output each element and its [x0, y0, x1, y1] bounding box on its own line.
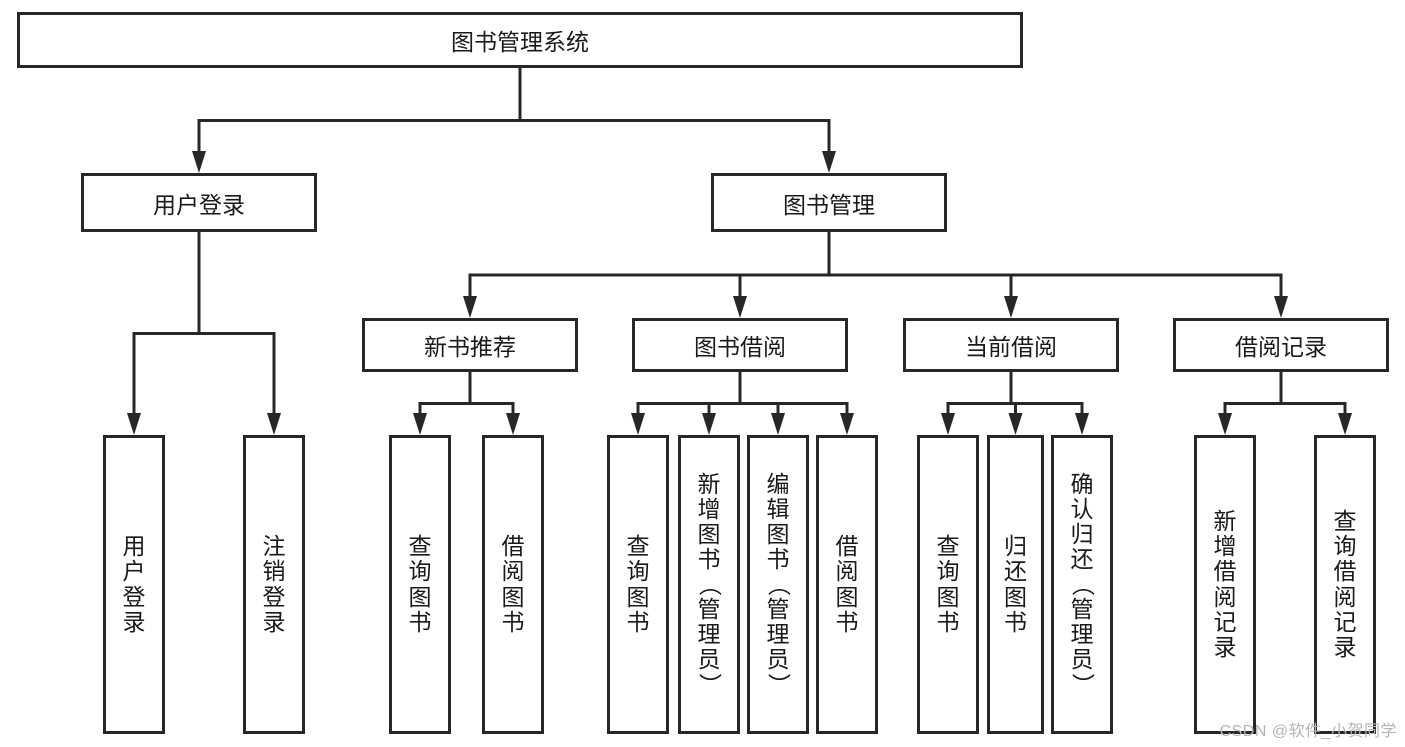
node-box-new_book_rec[interactable] [362, 318, 578, 372]
arrow-head-icon [941, 413, 955, 435]
arrow-head-icon [127, 413, 141, 435]
arrow-head-icon [413, 413, 427, 435]
arrow-head-icon [1008, 413, 1023, 435]
arrow-head-icon [733, 296, 747, 318]
node-box-leaf-borrow-book-1[interactable] [482, 435, 544, 734]
arrow-head-icon [267, 413, 281, 435]
node-box-leaf-borrow-book-2[interactable] [816, 435, 878, 734]
node-box-leaf-confirm-return[interactable] [1051, 435, 1113, 734]
arrow-head-icon [1075, 413, 1089, 435]
node-box-leaf-edit-book[interactable] [747, 435, 809, 734]
node-box-leaf-add-book[interactable] [678, 435, 740, 734]
node-box-root[interactable] [17, 12, 1023, 68]
arrow-head-icon [840, 413, 854, 435]
node-box-leaf-query-book-2[interactable] [607, 435, 669, 734]
node-box-leaf-query-book-3[interactable] [917, 435, 979, 734]
arrow-head-icon [702, 413, 716, 435]
arrow-head-icon [1218, 413, 1232, 435]
node-box-leaf-query-record[interactable] [1314, 435, 1376, 734]
node-box-leaf-logout[interactable] [243, 435, 305, 734]
node-box-book_borrow[interactable] [632, 318, 848, 372]
node-boxes-layer [17, 12, 1389, 734]
arrow-head-icon [631, 413, 645, 435]
arrow-head-icon [463, 296, 477, 318]
node-box-leaf-user-login[interactable] [103, 435, 165, 734]
arrow-head-icon [1004, 296, 1018, 318]
node-box-leaf-query-book-1[interactable] [389, 435, 451, 734]
node-box-current_borrow[interactable] [903, 318, 1119, 372]
node-box-leaf-return-book[interactable] [987, 435, 1044, 734]
watermark-text: CSDN @软件_小贺同学 [1219, 723, 1397, 740]
node-box-user_login[interactable] [81, 173, 317, 232]
node-box-leaf-add-record[interactable] [1194, 435, 1256, 734]
node-box-book_manage[interactable] [711, 173, 947, 232]
arrow-head-icon [506, 413, 520, 435]
arrow-head-icon [192, 151, 206, 173]
arrow-head-icon [1338, 413, 1352, 435]
arrow-head-icon [771, 413, 785, 435]
connectors-layer [127, 66, 1352, 435]
arrow-head-icon [1274, 296, 1288, 318]
node-box-borrow_record[interactable] [1173, 318, 1389, 372]
arrow-head-icon [822, 151, 836, 173]
